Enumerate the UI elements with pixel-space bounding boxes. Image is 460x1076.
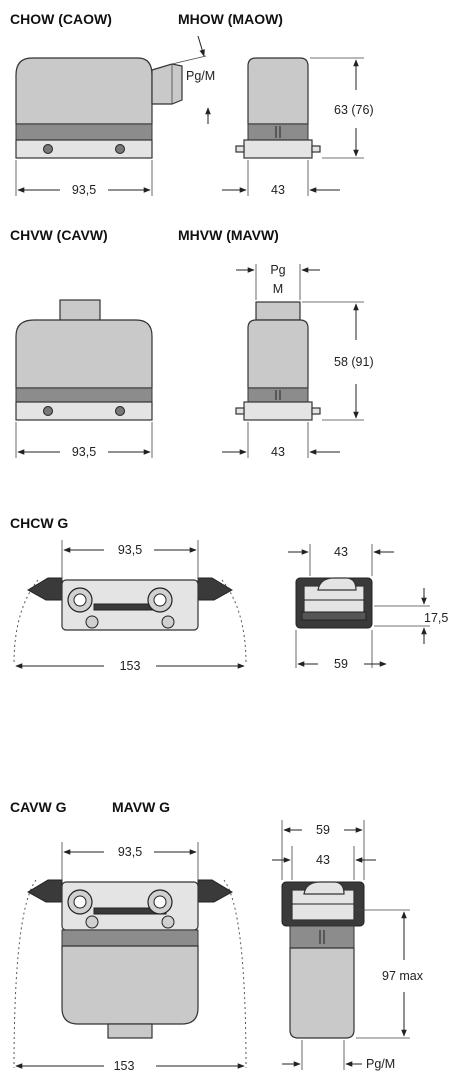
dimension-height: 63 (76) — [310, 57, 374, 159]
dimension-depth: 43 — [222, 160, 340, 197]
dimension-inner-width: 93,5 — [61, 842, 199, 880]
screw-icon — [115, 144, 125, 154]
section-title-chcw-g: CHCW G — [10, 515, 68, 531]
dimension-thread: Pg/M — [282, 1040, 395, 1071]
locking-hook-icon — [147, 889, 175, 929]
lever-swing-arc — [13, 579, 39, 665]
thread-label-pg: Pg — [270, 263, 285, 277]
locking-lever — [197, 879, 233, 903]
dimension-height: 97 max — [356, 909, 424, 1039]
height-label: 63 (76) — [334, 103, 374, 117]
hood-front-view — [15, 299, 153, 421]
section-title-chvw: CHVW (CAVW) — [10, 227, 108, 243]
screw-icon — [43, 406, 53, 416]
cable-entry — [151, 63, 183, 105]
cable-entry-bottom — [107, 1023, 153, 1039]
screw-icon — [43, 144, 53, 154]
dimension-thread: Pg/M — [171, 35, 215, 124]
base-side-view — [295, 577, 373, 629]
locking-hook-icon — [67, 587, 99, 629]
height-label: 97 max — [382, 969, 424, 983]
locking-hook-icon — [67, 889, 99, 929]
section-chcw-g: CHCW G 93,5 — [10, 515, 448, 673]
section-chvw-mhvw: CHVW (CAVW) MHVW (MAVW) 93,5 — [10, 227, 374, 459]
lever-swing-arc — [223, 879, 247, 1069]
housing-side-view — [281, 881, 365, 1039]
dimension-depth-bottom: 59 — [295, 630, 387, 671]
depth-bottom-label: 59 — [334, 657, 348, 671]
depth-label: 43 — [271, 445, 285, 459]
depth-outer-label: 59 — [316, 823, 330, 837]
housing-front-view — [27, 879, 233, 1039]
depth-label: 43 — [271, 183, 285, 197]
dimension-height: 58 (91) — [302, 301, 374, 421]
cable-entry-top — [255, 301, 301, 321]
dimension-depth-outer: 59 — [281, 820, 365, 880]
overall-width-label: 153 — [120, 659, 141, 673]
width-label: 93,5 — [72, 445, 96, 459]
hood-side-view — [235, 301, 321, 421]
locking-hook-icon — [147, 587, 175, 629]
hood-front-view — [15, 57, 183, 159]
cable-entry-top — [59, 299, 101, 323]
lever-swing-arc — [221, 579, 247, 665]
thread-label: Pg/M — [186, 69, 215, 83]
lever-swing-arc — [13, 879, 37, 1069]
locking-lever — [27, 879, 63, 903]
locking-lever — [27, 577, 63, 601]
height-label: 17,5 — [424, 611, 448, 625]
dimension-depth-inner: 43 — [272, 846, 376, 880]
hood-side-view — [235, 57, 321, 159]
overall-width-label: 153 — [114, 1059, 135, 1073]
thread-label: Pg/M — [366, 1057, 395, 1071]
section-title-chow: CHOW (CAOW) — [10, 11, 112, 27]
height-label: 58 (91) — [334, 355, 374, 369]
locking-lever — [197, 577, 233, 601]
depth-top-label: 43 — [334, 545, 348, 559]
section-cavw-mavw-g: CAVW G MAVW G — [10, 799, 424, 1073]
dimension-height: 17,5 — [374, 588, 448, 644]
depth-inner-label: 43 — [316, 853, 330, 867]
dimension-width: 93,5 — [15, 160, 153, 197]
dimension-overall-width: 153 — [15, 1059, 245, 1073]
inner-width-label: 93,5 — [118, 543, 142, 557]
inner-width-label: 93,5 — [118, 845, 142, 859]
section-title-mhvw: MHVW (MAVW) — [178, 227, 279, 243]
dimension-depth-top: 43 — [288, 544, 394, 576]
screw-icon — [115, 406, 125, 416]
dimension-thread: Pg M — [236, 263, 320, 300]
thread-label-m: M — [273, 282, 283, 296]
dimension-width: 93,5 — [15, 422, 153, 459]
section-title-mavw-g: MAVW G — [112, 799, 170, 815]
dimension-overall-width: 153 — [15, 659, 245, 673]
section-title-mhow: MHOW (MAOW) — [178, 11, 283, 27]
dimension-depth: 43 — [222, 422, 340, 459]
base-front-view — [27, 577, 233, 631]
section-title-cavw-g: CAVW G — [10, 799, 67, 815]
width-label: 93,5 — [72, 183, 96, 197]
dimension-inner-width: 93,5 — [61, 540, 199, 580]
section-chow-mhow: CHOW (CAOW) MHOW (MAOW) 93,5 Pg/M — [10, 11, 374, 197]
